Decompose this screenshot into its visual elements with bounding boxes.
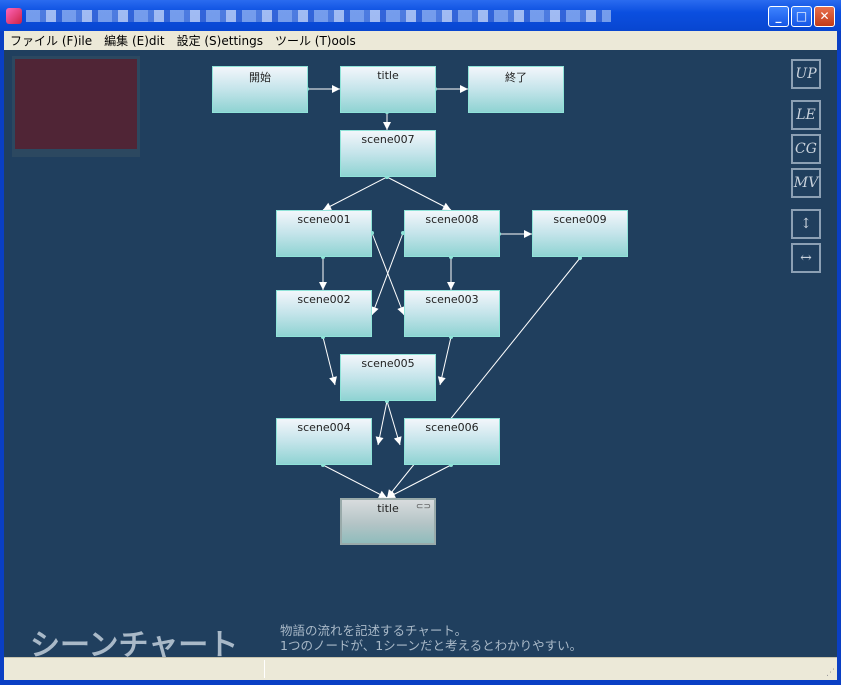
menu-edit[interactable]: 編集 (E)dit: [104, 34, 165, 48]
edge-arrowhead: [437, 376, 446, 385]
maximize-button[interactable]: □: [791, 6, 812, 27]
scene-node[interactable]: title: [340, 66, 436, 113]
le-tool-button[interactable]: LE: [791, 100, 821, 130]
scene-node[interactable]: scene006: [404, 418, 500, 465]
scene-node[interactable]: scene005: [340, 354, 436, 401]
edge-arrowhead: [319, 282, 327, 290]
preview-thumbnail: [12, 56, 140, 157]
scene-chart-canvas[interactable]: 開始 title 終了 scene007 scene001 scene008 scene00…: [4, 50, 837, 657]
scene-node[interactable]: 終了: [468, 66, 564, 113]
scene-node[interactable]: scene008: [404, 210, 500, 257]
menu-settings[interactable]: 設定 (S)ettings: [176, 34, 263, 48]
node-label: scene009: [553, 213, 607, 226]
edge-arrowhead: [393, 436, 402, 445]
node-label: 終了: [505, 71, 527, 84]
status-bar: ⋰: [4, 657, 837, 680]
node-label: scene002: [297, 293, 351, 306]
window-title-redacted: [26, 10, 611, 22]
up-tool-button[interactable]: UP: [791, 59, 821, 89]
edge-arrowhead: [378, 490, 387, 498]
cg-tool-button[interactable]: CG: [791, 134, 821, 164]
node-label: title: [377, 69, 399, 82]
edge-arrowhead: [371, 306, 379, 315]
resize-grip[interactable]: ⋰: [826, 668, 835, 678]
minimize-button[interactable]: _: [768, 6, 789, 27]
scene-node[interactable]: scene003: [404, 290, 500, 337]
node-label: scene005: [361, 357, 415, 370]
link-icon: ⊂⊃: [415, 502, 431, 512]
menu-bar: ファイル (F)ile 編集 (E)dit 設定 (S)ettings ツール …: [4, 31, 837, 50]
edge-arrowhead: [375, 436, 384, 445]
edge-arrowhead: [387, 490, 396, 498]
node-label: scene003: [425, 293, 479, 306]
edge: [386, 464, 452, 499]
node-label: scene004: [297, 421, 351, 434]
menu-file[interactable]: ファイル (F)ile: [10, 34, 93, 48]
edge: [322, 336, 336, 386]
banner-line-1: 物語の流れを記述するチャート。: [280, 623, 468, 638]
title-bar: _ □ ✕: [0, 0, 841, 31]
edge-arrowhead: [442, 202, 451, 210]
edge-port: [578, 256, 582, 260]
scene-node[interactable]: scene007: [340, 130, 436, 177]
scene-node[interactable]: title ⊂⊃: [340, 498, 436, 545]
edge-arrowhead: [323, 202, 332, 210]
edge-arrowhead: [447, 282, 455, 290]
edge-arrowhead: [332, 85, 340, 93]
edge: [322, 176, 388, 211]
node-label: scene008: [425, 213, 479, 226]
edge: [386, 176, 452, 211]
edge-arrowhead: [397, 306, 405, 315]
node-label: scene006: [425, 421, 479, 434]
scene-node[interactable]: scene002: [276, 290, 372, 337]
fit-vertical-button[interactable]: ↕: [791, 209, 821, 239]
edge: [322, 464, 388, 499]
edge: [439, 336, 452, 386]
edges-layer: [305, 85, 582, 499]
banner-line-2: 1つのノードが、1シーンだと考えるとわかりやすい。: [280, 638, 583, 653]
scene-node[interactable]: scene004: [276, 418, 372, 465]
banner-logo: シーンチャート: [30, 628, 239, 657]
node-label: title: [377, 502, 399, 515]
scene-node[interactable]: scene001: [276, 210, 372, 257]
edge: [371, 232, 404, 316]
scene-node[interactable]: scene009: [532, 210, 628, 257]
node-label: 開始: [249, 71, 271, 84]
menu-tools[interactable]: ツール (T)ools: [274, 34, 356, 48]
edge-arrowhead: [329, 376, 337, 385]
mv-tool-button[interactable]: MV: [791, 168, 821, 198]
edge-arrowhead: [524, 230, 532, 238]
edge-arrowhead: [383, 122, 391, 130]
app-icon: [6, 8, 22, 24]
edge-arrowhead: [460, 85, 468, 93]
scene-node[interactable]: 開始: [212, 66, 308, 113]
node-label: scene001: [297, 213, 351, 226]
close-button[interactable]: ✕: [814, 6, 835, 27]
node-label: scene007: [361, 133, 415, 146]
fit-horizontal-button[interactable]: ↔: [791, 243, 821, 273]
